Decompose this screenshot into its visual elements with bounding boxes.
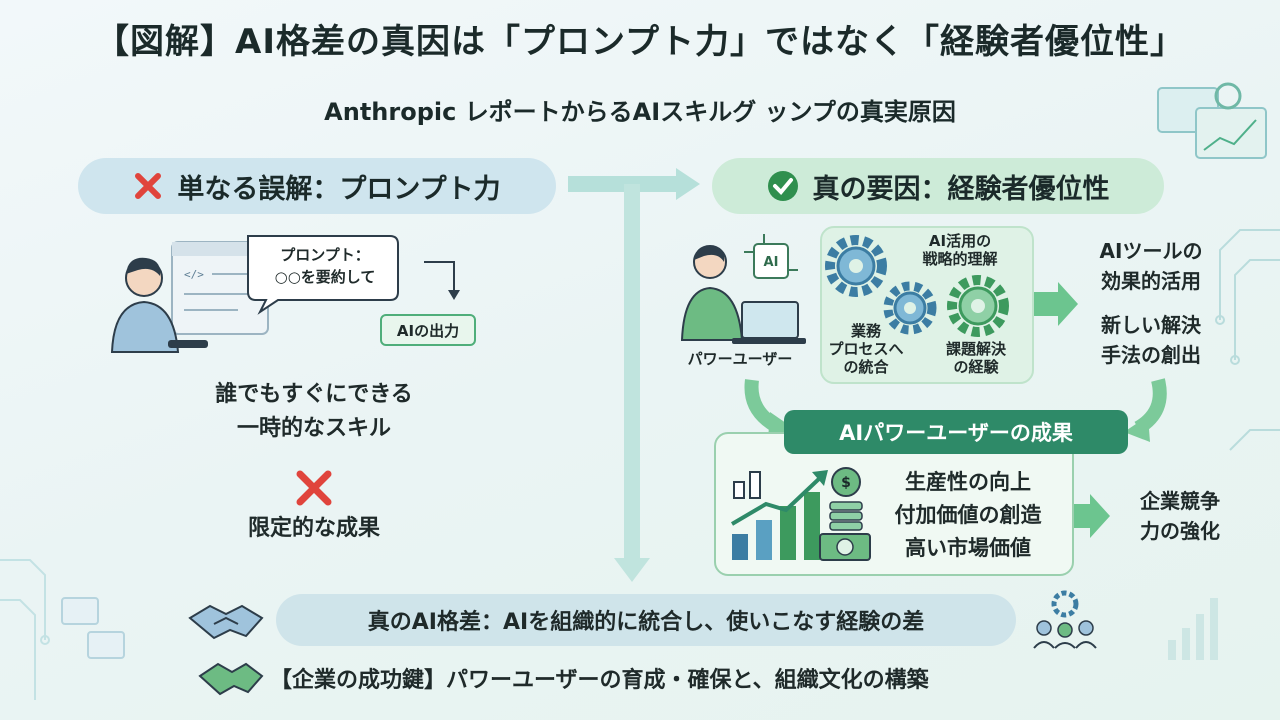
- flow-arrow-main: [568, 168, 700, 582]
- results-list: 生産性の向上 付加価値の創造 高い市場価値: [870, 466, 1066, 565]
- person-icon: [680, 245, 744, 341]
- skill-strategic-understanding: AI活用の 戦略的理解: [922, 232, 998, 268]
- handshake-icon: [198, 662, 264, 696]
- page-subtitle: Anthropic レポートからるAIスキルグ ッンプの真実原因: [324, 98, 956, 126]
- check-icon: [767, 171, 798, 201]
- circuit-decoration-left: [0, 559, 50, 700]
- prompt-bubble-text: プロンプト： ○○を要約して: [260, 244, 390, 288]
- result-market-value: 高い市場価値: [905, 536, 1031, 560]
- power-user-label: パワーユーザー: [687, 350, 793, 368]
- prompt-illustration: </>: [110, 235, 460, 353]
- laptop-icon: [732, 301, 806, 344]
- ai-chip-label: AI: [764, 255, 779, 270]
- prompt-bubble-line2: ○○を要約して: [274, 268, 376, 286]
- speech-bubble-shape: [247, 235, 399, 315]
- circuit-decoration-right: [1215, 229, 1280, 451]
- bar-chart-decoration-icon: [1168, 598, 1218, 660]
- results-header: AIパワーユーザーの成果: [784, 410, 1128, 454]
- green-flow-arrows: [1030, 282, 1110, 538]
- success-key-text: 【企業の成功鍵】パワーユーザーの育成・確保と、組織文化の構築: [270, 668, 929, 693]
- true-factor-header: 真の要因：経験者優位性: [712, 158, 1164, 214]
- monitor-chart-icon: [1157, 82, 1267, 159]
- outcome-new-methods: 新しい解決 手法の創出: [1101, 313, 1201, 367]
- misconception-desc-line1: 誰でもすぐにできる: [215, 382, 413, 407]
- svg-text:$: $: [841, 475, 851, 491]
- limited-result-label: 限定的な成果: [247, 516, 380, 541]
- cross-icon-large: [296, 470, 332, 506]
- growth-chart-icon: $: [730, 467, 871, 561]
- misconception-header: 単なる誤解：プロンプト力: [78, 158, 556, 214]
- window-decoration-icon: [61, 597, 125, 659]
- result-added-value: 付加価値の創造: [894, 503, 1042, 527]
- misconception-description: 誰でもすぐにできる 一時的なスキル: [164, 378, 464, 446]
- coin-stack-icon: $: [819, 467, 871, 561]
- skill-process-integration: 業務 プロセスへ の統合: [828, 322, 904, 376]
- misconception-desc-line2: 一時的なスキル: [236, 416, 391, 441]
- gear-icon: [883, 281, 937, 335]
- person-icon: [110, 257, 208, 353]
- gear-icon: [825, 235, 887, 297]
- ai-output-box: AIの出力: [380, 314, 476, 346]
- ai-chip-icon: AI: [744, 234, 798, 279]
- bar-chart-icon: [732, 471, 820, 560]
- results-panel: [714, 432, 1074, 576]
- trend-arrow-icon: [730, 474, 824, 526]
- final-competitiveness: 企業競争 力の強化: [1140, 489, 1220, 543]
- gears-illustration: [825, 235, 1009, 337]
- svg-text:</>: </>: [184, 268, 204, 281]
- cross-icon: [135, 173, 162, 199]
- outcome-effective-use: AIツールの 効果的活用: [1099, 239, 1203, 293]
- team-gear-icon: [1033, 590, 1097, 649]
- misconception-header-label: 単なる誤解：プロンプト力: [177, 173, 501, 205]
- result-productivity: 生産性の向上: [905, 470, 1031, 494]
- handshake-icon: [188, 604, 264, 640]
- true-factor-header-label: 真の要因：経験者優位性: [812, 173, 1110, 205]
- page-title: 【図解】AI格差の真因は「プロンプト力」ではなく「経験者優位性」: [95, 22, 1185, 62]
- true-ai-gap-banner: 真のAI格差：AIを組織的に統合し、使いこなす経験の差: [276, 594, 1016, 646]
- gear-icon: [947, 275, 1009, 337]
- power-user-illustration: AI: [680, 234, 806, 344]
- skill-problem-solving: 課題解決 の経験: [945, 340, 1006, 376]
- prompt-bubble-line1: プロンプト：: [280, 246, 370, 264]
